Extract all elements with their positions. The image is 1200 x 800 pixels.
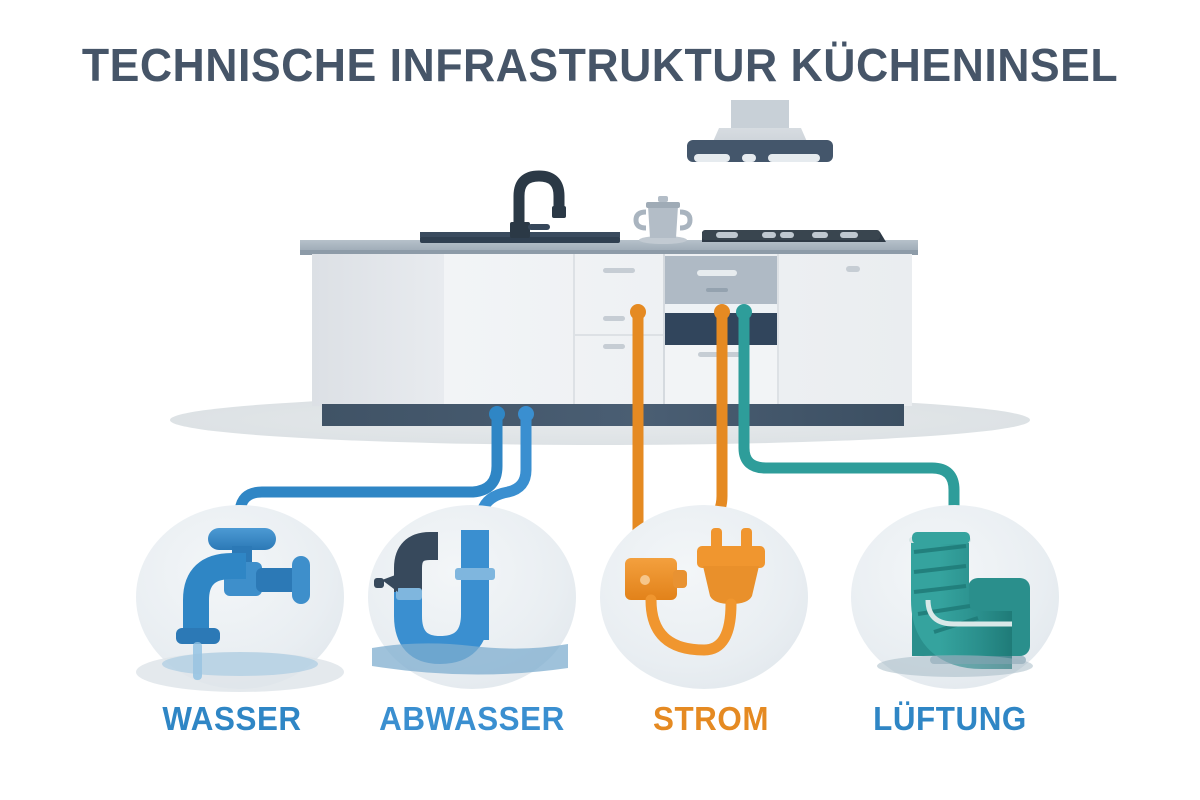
siphon-pipe-icon (372, 530, 568, 675)
faucet (510, 170, 566, 238)
cooktop (702, 230, 886, 242)
ventilation-duct-pipe (736, 304, 960, 546)
bubble-wasser[interactable] (136, 505, 344, 692)
plinth (322, 404, 904, 426)
page-title: TECHNISCHE INFRASTRUKTUR KÜCHENINSEL (81, 39, 1119, 91)
cabinet-body (312, 254, 912, 406)
bubble-strom[interactable] (600, 505, 808, 689)
bubble-abwasser[interactable] (368, 505, 576, 689)
pot (633, 196, 693, 244)
faucet-icon (162, 528, 318, 680)
pipe-stub-water (490, 407, 533, 421)
bubble-lueftung[interactable] (851, 505, 1059, 689)
power-plug-icon (625, 528, 765, 656)
duct-elbow-icon (877, 532, 1033, 677)
range-hood (687, 100, 833, 162)
